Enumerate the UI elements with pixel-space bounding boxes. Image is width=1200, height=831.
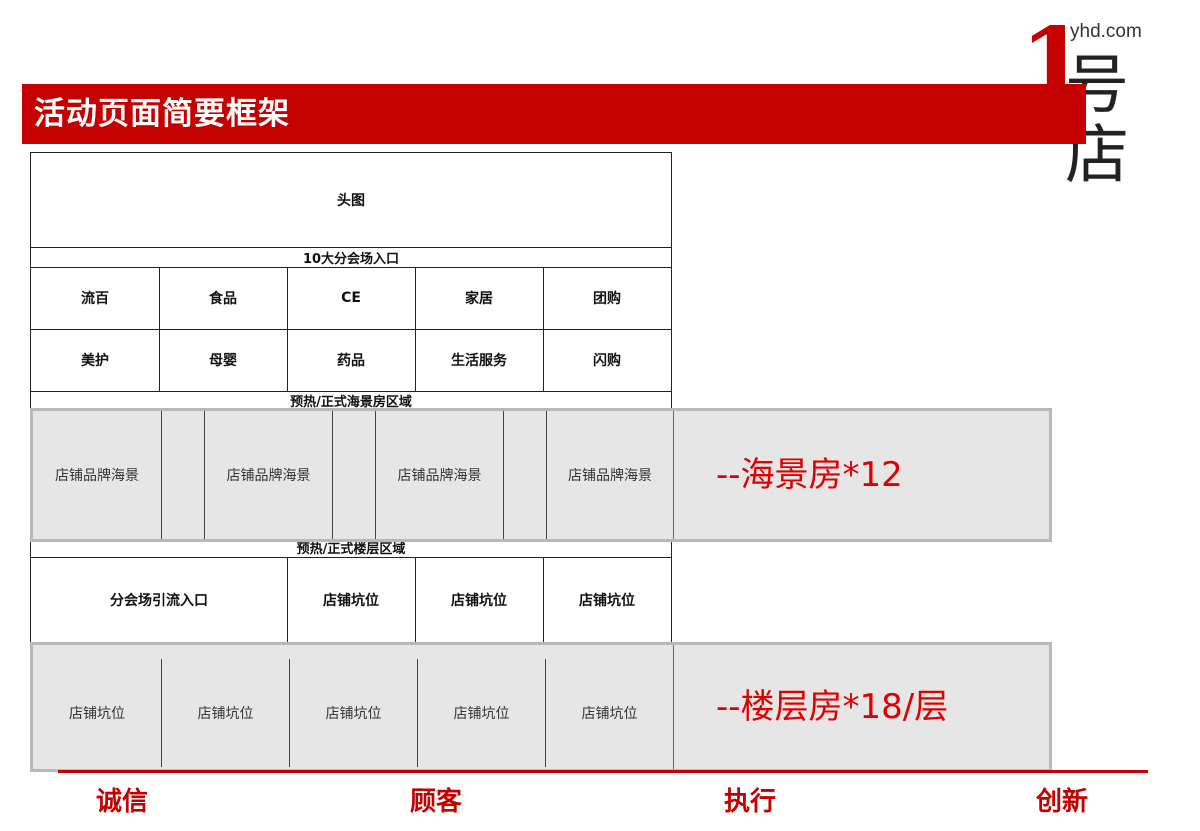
- divider: [415, 557, 416, 643]
- divider: [31, 329, 671, 330]
- entrance-title: 10大分会场入口: [302, 251, 400, 267]
- floor-overlay: 店铺坑位 店铺坑位 店铺坑位 店铺坑位 店铺坑位 --楼层房*18/层: [30, 642, 1052, 772]
- divider: [31, 267, 671, 268]
- floor-title: 预热/正式楼层区域: [296, 541, 406, 557]
- seaview-gap: [161, 411, 204, 539]
- entrance-cell: 食品: [209, 291, 237, 307]
- divider: [543, 267, 544, 391]
- divider: [159, 267, 160, 391]
- seaview-cell: 店铺品牌海景: [375, 411, 503, 539]
- entrance-cell: 美护: [81, 353, 109, 369]
- footer-value-execution: 执行: [724, 787, 777, 817]
- entrance-cell: 闪购: [593, 353, 621, 369]
- floor-slot: 店铺坑位: [289, 659, 417, 767]
- footer-value-innovation: 创新: [1036, 787, 1089, 817]
- floor-annotation: --楼层房*18/层: [716, 687, 949, 727]
- floor-cell: 店铺坑位: [579, 593, 635, 609]
- entrance-cell: 药品: [337, 353, 365, 369]
- seaview-title: 预热/正式海景房区域: [290, 394, 412, 410]
- floor-cell: 店铺坑位: [451, 593, 507, 609]
- seaview-annotation: --海景房*12: [716, 455, 903, 495]
- divider: [287, 557, 288, 643]
- floor-slot: 店铺坑位: [417, 659, 545, 767]
- floor-annotation-cell: --楼层房*18/层: [673, 645, 1049, 769]
- seaview-overlay: 店铺品牌海景 店铺品牌海景 店铺品牌海景 店铺品牌海景 --海景房*12: [30, 408, 1052, 542]
- seaview-annotation-cell: --海景房*12: [673, 411, 1049, 539]
- entrance-cell: 母婴: [209, 353, 237, 369]
- floor-cell: 店铺坑位: [323, 593, 379, 609]
- floor-slot: 店铺坑位: [545, 659, 673, 767]
- logo-domain: yhd.com: [1070, 21, 1142, 42]
- seaview-cell: 店铺品牌海景: [55, 468, 139, 484]
- title-banner: 活动页面简要框架: [22, 84, 1086, 144]
- divider: [31, 391, 671, 392]
- divider: [31, 247, 671, 248]
- footer-value-customer: 顾客: [410, 787, 463, 817]
- seaview-cell: 店铺品牌海景: [204, 411, 332, 539]
- seaview-gap: [332, 411, 375, 539]
- footer-line: [58, 770, 1148, 773]
- divider: [415, 267, 416, 391]
- floor-slot: 店铺坑位: [69, 706, 125, 722]
- floor-slot: 店铺坑位: [161, 659, 289, 767]
- entrance-cell: 家居: [465, 291, 493, 307]
- entrance-cell: CE: [341, 290, 361, 306]
- footer-value-integrity: 诚信: [96, 787, 149, 817]
- divider: [543, 557, 544, 643]
- entrance-cell: 生活服务: [451, 353, 507, 369]
- entrance-cell: 团购: [593, 291, 621, 307]
- seaview-gap: [503, 411, 546, 539]
- floor-cell: 分会场引流入口: [110, 593, 208, 609]
- page-title: 活动页面简要框架: [34, 96, 290, 132]
- seaview-cell: 店铺品牌海景: [546, 411, 673, 539]
- divider: [287, 267, 288, 391]
- divider: [31, 557, 671, 558]
- entrance-cell: 流百: [81, 291, 109, 307]
- head-image-area: 头图: [337, 193, 365, 209]
